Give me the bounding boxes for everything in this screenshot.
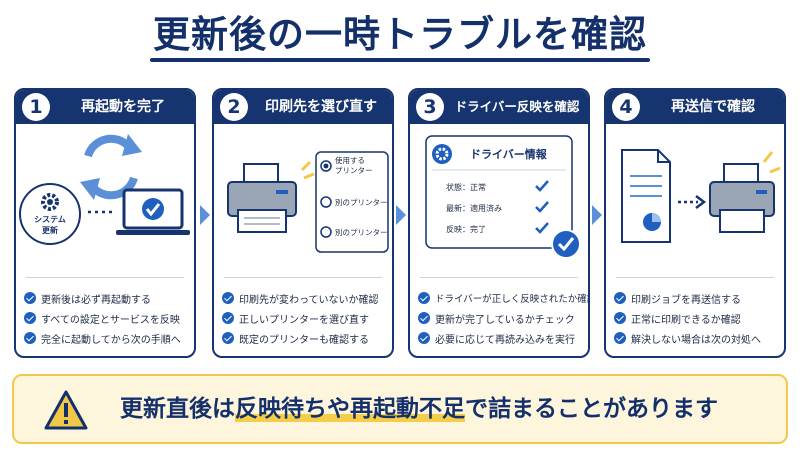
driver-row-1: 状態：正常 — [446, 182, 486, 192]
option-other-2: 別のプリンター — [335, 228, 388, 237]
option-selected-line1: 使用する — [335, 155, 365, 165]
warning-highlight: 反映待ちや再起動不足 — [235, 396, 465, 422]
check-icon — [24, 312, 36, 324]
step-header-1: 1 再起動を完了 — [16, 90, 194, 124]
check-icon — [222, 332, 234, 344]
check-icon — [222, 292, 234, 304]
driver-info-illustration: ドライバー情報 状態：正常 最新：適用済み 反映：完了 — [425, 135, 581, 259]
list-item: 完全に起動してから次の手順へ — [24, 328, 190, 348]
step-list-3: ドライバーが正しく反映されたか確認 更新が完了しているかチェック 必要に応じて再… — [418, 288, 588, 348]
list-item: すべての設定とサービスを反映 — [24, 308, 190, 328]
driver-panel-title: ドライバー情報 — [470, 147, 548, 161]
step-header-4: 4 再送信で確認 — [606, 90, 784, 124]
list-item: 印刷先が変わっていないか確認 — [222, 288, 388, 308]
document-icon — [621, 149, 671, 243]
step-card-3: 3 ドライバー反映を確認 ドライバー情報 状態：正常 最新：適用済み 反映：完了… — [408, 88, 590, 358]
check-icon — [24, 332, 36, 344]
step-title-2: 印刷先を選び直す — [265, 99, 377, 115]
printer-icon — [709, 163, 775, 233]
refresh-icon — [80, 134, 142, 200]
step-header-3: 3 ドライバー反映を確認 — [410, 90, 588, 124]
list-item: 既定のプリンターも確認する — [222, 328, 388, 348]
printer-icon — [227, 163, 297, 233]
chevron-right-icon — [396, 205, 406, 225]
step-card-1: 1 再起動を完了 システム 更新 更新後は必ず再起動する すべての設定とサービス… — [14, 88, 196, 358]
printer-select-illustration: 使用する プリンター 別のプリンター 別のプリンター — [227, 151, 389, 253]
step-title-3: ドライバー反映を確認 — [454, 99, 580, 114]
check-circle-icon — [551, 229, 581, 259]
step-list-2: 印刷先が変わっていないか確認 正しいプリンターを選び直す 既定のプリンターも確認… — [222, 288, 388, 348]
list-item: 正しいプリンターを選び直す — [222, 308, 388, 328]
gear-icon — [435, 147, 449, 161]
warning-message: 更新直後は反映待ちや再起動不足で詰まることがあります — [120, 396, 718, 422]
step-number-4: 4 — [612, 93, 640, 121]
list-item: 更新後は必ず再起動する — [24, 288, 190, 308]
step-card-4: 4 再送信で確認 印刷ジョブを再送信する 正常に印刷できるか確認 解決しない — [604, 88, 786, 358]
driver-row-2: 最新：適用済み — [446, 203, 502, 213]
step-number-3: 3 — [416, 93, 444, 121]
check-icon — [418, 292, 430, 304]
list-item: 解決しない場合は次の対処へ — [614, 328, 780, 348]
warning-banner: 更新直後は反映待ちや再起動不足で詰まることがあります — [12, 374, 788, 444]
system-update-badge: システム 更新 — [19, 183, 81, 245]
check-icon — [222, 312, 234, 324]
list-item: 必要に応じて再読み込みを実行 — [418, 328, 584, 348]
check-icon — [614, 292, 626, 304]
step-list-4: 印刷ジョブを再送信する 正常に印刷できるか確認 解決しない場合は次の対処へ — [614, 288, 780, 348]
step-number-1: 1 — [22, 93, 50, 121]
page-title: 更新後の一時トラブルを確認 — [153, 13, 647, 56]
restart-illustration: システム 更新 — [19, 134, 190, 245]
list-item: 正常に印刷できるか確認 — [614, 308, 780, 328]
step-number-2: 2 — [220, 93, 248, 121]
step-card-2: 2 印刷先を選び直す 使用する プリンター 別のプリンター 別のプリンター — [212, 88, 394, 358]
step-list-1: 更新後は必ず再起動する すべての設定とサービスを反映 完全に起動してから次の手順… — [24, 288, 190, 348]
warning-icon — [44, 390, 88, 430]
badge-line-2: 更新 — [42, 225, 58, 235]
list-item: ドライバーが正しく反映されたか確認 — [418, 288, 588, 308]
resend-illustration — [621, 149, 781, 243]
step-title-1: 再起動を完了 — [81, 99, 165, 115]
option-other-1: 別のプリンター — [335, 198, 388, 207]
list-item: 印刷ジョブを再送信する — [614, 288, 780, 308]
title-underline — [150, 58, 650, 62]
option-selected-line2: プリンター — [335, 166, 373, 175]
check-icon — [418, 332, 430, 344]
badge-line-1: システム — [34, 215, 66, 224]
check-icon — [24, 292, 36, 304]
laptop-icon — [116, 188, 190, 235]
check-icon — [418, 312, 430, 324]
driver-row-3: 反映：完了 — [446, 224, 486, 234]
check-icon — [614, 312, 626, 324]
step-title-4: 再送信で確認 — [671, 99, 755, 115]
check-icon — [614, 332, 626, 344]
list-item: 更新が完了しているかチェック — [418, 308, 584, 328]
driver-info-panel: ドライバー情報 状態：正常 最新：適用済み 反映：完了 — [425, 135, 573, 249]
chevron-right-icon — [592, 205, 602, 225]
printer-options-panel: 使用する プリンター 別のプリンター 別のプリンター — [315, 151, 389, 253]
step-header-2: 2 印刷先を選び直す — [214, 90, 392, 124]
chevron-right-icon — [200, 205, 210, 225]
